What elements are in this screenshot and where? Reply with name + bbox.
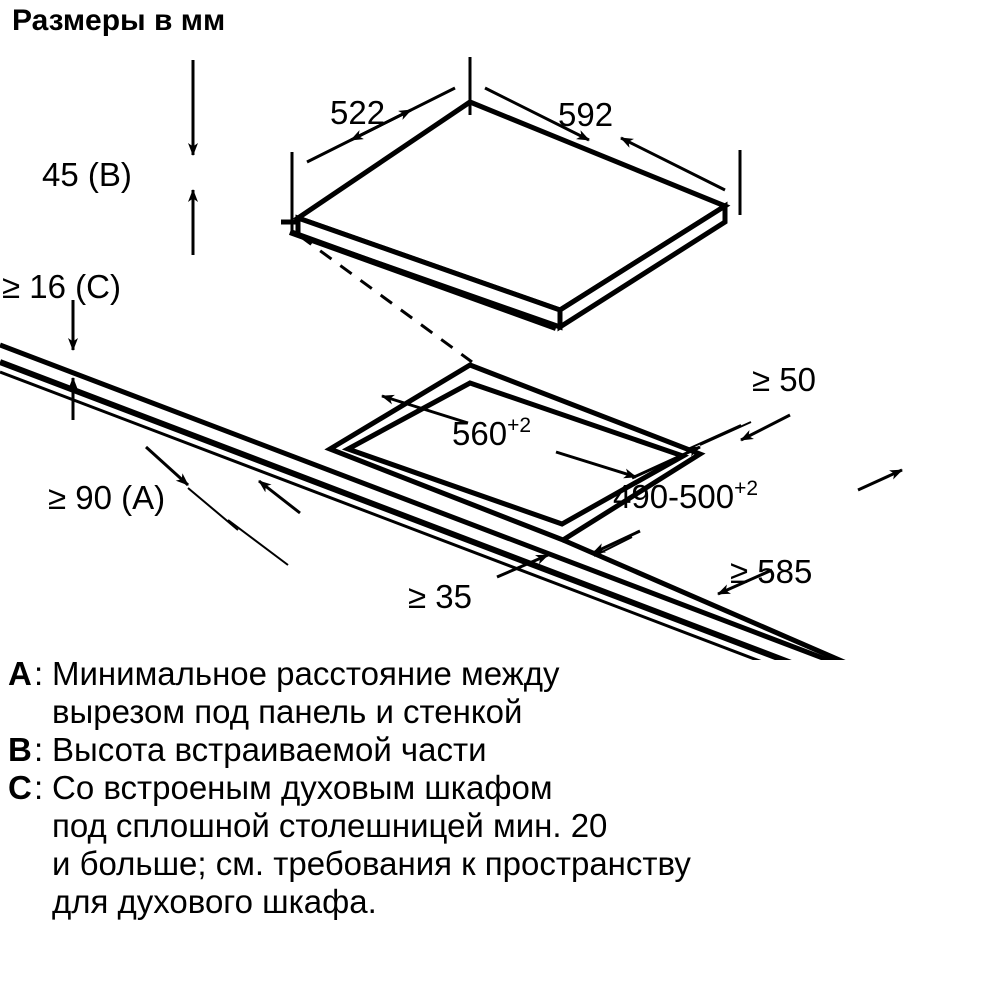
- legend-line: для духового шкафа.: [52, 883, 377, 920]
- dimension-522: [290, 57, 472, 232]
- label-35: ≥ 35: [408, 578, 472, 615]
- legend-text-a: Минимальное расстояние между вырезом под…: [52, 655, 993, 731]
- label-592: 592: [558, 96, 613, 133]
- label-560: 560+2: [452, 414, 531, 452]
- legend-key-c: C: [8, 769, 32, 806]
- worktop-slab: [0, 342, 836, 660]
- dimension-labels: 522 592 45 (B) ≥ 16 (C) ≥ 90 (A) 560+2 4…: [2, 94, 816, 615]
- dimension-592: [484, 86, 742, 215]
- legend-colon-b: :: [34, 731, 44, 768]
- label-490-500: 490-500+2: [613, 477, 758, 515]
- legend-line: под сплошной столешницей мин. 20: [52, 807, 608, 844]
- legend-line: и больше; см. требования к пространству: [52, 845, 691, 882]
- worktop-front-band: [562, 537, 846, 660]
- label-45-B: 45 (B): [42, 156, 132, 193]
- legend-key-b: B: [8, 731, 32, 768]
- dimension-560: [381, 394, 637, 479]
- label-50: ≥ 50: [752, 361, 816, 398]
- dimension-585: [717, 468, 903, 596]
- dimension-50: [740, 413, 791, 442]
- legend-line: Минимальное расстояние между: [52, 655, 560, 692]
- legend-text-c: Со встроеным духовым шкафом под сплошной…: [52, 769, 993, 921]
- legend-line: Высота встраиваемой части: [52, 731, 487, 768]
- legend-line: Со встроеным духовым шкафом: [52, 769, 553, 806]
- label-585: ≥ 585: [730, 553, 812, 590]
- page-title: Размеры в мм: [12, 4, 226, 37]
- legend-key-a: A: [8, 655, 32, 692]
- legend-colon-c: :: [34, 769, 44, 806]
- hob-plate: [281, 99, 731, 332]
- hob-installation-drawing: 522 592 45 (B) ≥ 16 (C) ≥ 90 (A) 560+2 4…: [0, 57, 903, 660]
- legend-row-c: C : Со встроеным духовым шкафом под спло…: [8, 769, 993, 921]
- label-522: 522: [330, 94, 385, 131]
- dimension-90-A: [144, 445, 301, 566]
- projection-dashed-line: [299, 234, 473, 364]
- legend-line: вырезом под панель и стенкой: [52, 693, 523, 730]
- legend-text-b: Высота встраиваемой части: [52, 731, 993, 769]
- legend: A : Минимальное расстояние между вырезом…: [8, 655, 993, 921]
- label-16-C: ≥ 16 (C): [2, 268, 121, 305]
- legend-colon-a: :: [34, 655, 44, 692]
- label-90-A: ≥ 90 (A): [48, 479, 165, 516]
- legend-row-b: B : Высота встраиваемой части: [8, 731, 993, 769]
- dimension-490-500: [592, 421, 752, 557]
- legend-row-a: A : Минимальное расстояние между вырезом…: [8, 655, 993, 731]
- dimension-35: [496, 553, 549, 579]
